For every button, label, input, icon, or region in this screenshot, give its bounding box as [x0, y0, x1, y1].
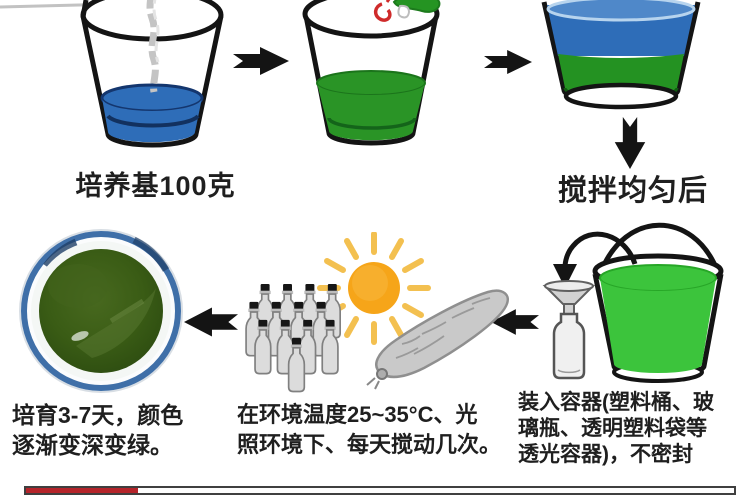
environment-caption-line2: 照环境下、每天搅动几次。 [237, 432, 502, 457]
container-caption: 装入容器(塑料桶、玻 璃瓶、透明塑料袋等 透光容器)，不密封 [518, 390, 750, 468]
funnel-bottle-icon [542, 280, 596, 380]
bucket-layers-icon [541, 0, 701, 110]
green-bucket-icon [592, 222, 724, 383]
flow-arrow-right-icon [484, 50, 532, 74]
result-caption-line1: 培育3-7天，颜色 [12, 402, 184, 428]
after-mix-label: 搅拌均匀后 [557, 175, 708, 207]
step1-label: 培养基100克 [75, 171, 236, 201]
environment-caption-line1: 在环境温度25~35°C、光 [237, 402, 478, 427]
container-caption-line3: 透光容器)，不密封 [518, 443, 693, 466]
container-caption-line2: 璃瓶、透明塑料袋等 [518, 417, 707, 440]
green-culture-bowl-icon [19, 229, 183, 393]
container-caption-line1: 装入容器(塑料桶、玻 [518, 391, 714, 414]
bottom-progress-bar [24, 486, 736, 495]
flow-arrow-right-icon [233, 47, 289, 75]
plastic-bag-icon [366, 289, 509, 390]
environment-caption: 在环境温度25~35°C、光 照环境下、每天搅动几次。 [237, 400, 529, 460]
progress-fill [26, 488, 138, 493]
bucket-medium-icon [80, 0, 224, 148]
bucket-seed-icon [302, 0, 441, 146]
bottle-cluster-icon [245, 284, 342, 393]
result-caption: 培育3-7天，颜色 逐渐变深变绿。 [12, 400, 227, 460]
pour-arrow-icon [553, 231, 638, 288]
flow-arrow-down-icon [614, 117, 646, 169]
flow-arrow-left-icon [184, 307, 238, 337]
sun-icon [317, 232, 431, 345]
result-caption-line2: 逐渐变深变绿。 [12, 432, 173, 458]
flow-arrow-left-icon [491, 309, 539, 335]
